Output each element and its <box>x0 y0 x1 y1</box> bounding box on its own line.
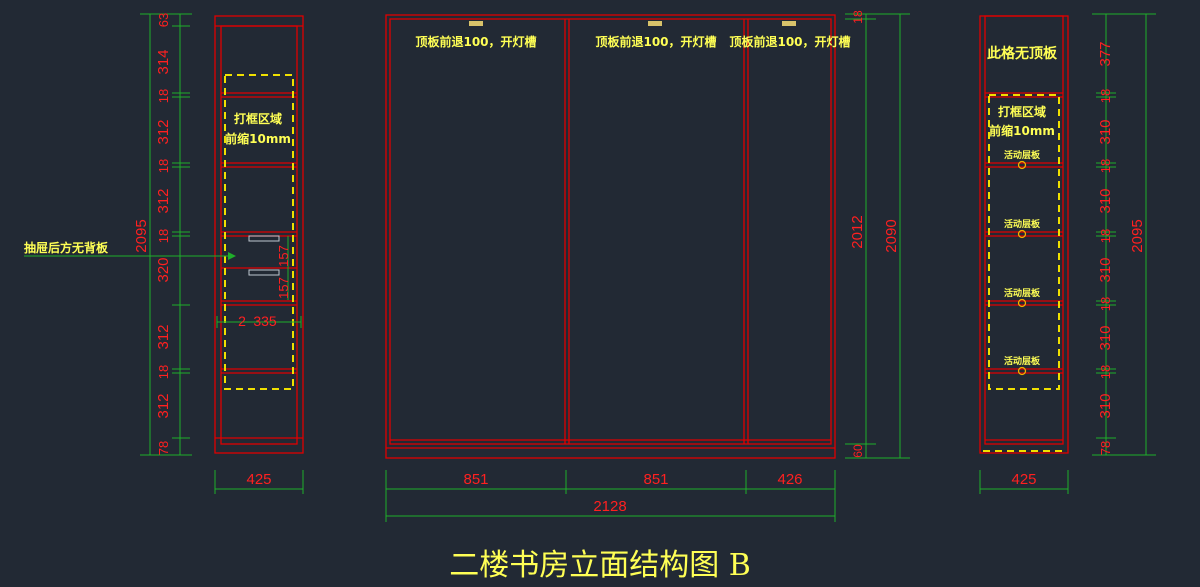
right-dim-10: 310 <box>1097 393 1114 418</box>
drawer-height-bottom: 157 <box>276 277 291 299</box>
left-total-height: 2095 <box>133 219 150 252</box>
drawer-height-top: 157 <box>276 245 291 267</box>
right-cabinet <box>979 15 1069 454</box>
right-width-dim: 425 <box>1011 471 1036 488</box>
middle-bottom-dim: 60 <box>851 444 865 458</box>
lamp-icon-1 <box>469 21 483 26</box>
left-dim-3: 312 <box>155 119 172 144</box>
no-back-arrow <box>228 252 236 260</box>
right-dim-3: 18 <box>1098 159 1113 173</box>
right-dim-11: 78 <box>1098 441 1113 455</box>
right-dim-9: 18 <box>1098 365 1113 379</box>
shelf-label-1: 活动层板 <box>1004 149 1041 161</box>
left-cabinet <box>214 15 304 454</box>
middle-dim-chain <box>845 13 910 459</box>
shelf-pin-icon-3 <box>1017 298 1027 308</box>
shelf-label-2: 活动层板 <box>1004 218 1041 230</box>
left-frame-note-line1: 打框区域 <box>234 111 282 126</box>
left-dim-2: 18 <box>156 89 171 103</box>
width-dim-3: 426 <box>777 471 802 488</box>
left-width-dim: 425 <box>246 471 271 488</box>
left-dim-1: 314 <box>155 49 172 74</box>
right-total-height: 2095 <box>1129 219 1146 252</box>
left-dim-0: 63 <box>156 13 171 27</box>
middle-width-dims <box>385 470 836 522</box>
top-board-note-3: 顶板前退100，开灯槽 <box>729 34 850 49</box>
drawer-width-dim: 335 <box>253 313 277 329</box>
right-dim-6: 310 <box>1097 257 1114 282</box>
right-dim-4: 310 <box>1097 188 1114 213</box>
shelf-pin-icon-1 <box>1017 160 1027 170</box>
left-dim-4: 18 <box>156 159 171 173</box>
left-dim-7: 320 <box>155 257 172 282</box>
middle-cabinet-inner <box>389 18 832 445</box>
left-dim-10: 312 <box>155 393 172 418</box>
right-dim-chain <box>1092 13 1156 456</box>
drawer-handle-top <box>248 235 280 242</box>
right-cabinet-inner <box>984 15 1064 445</box>
no-back-note: 抽屉后方无背板 <box>24 240 109 255</box>
right-dim-0: 377 <box>1097 41 1114 66</box>
shelf-pin-icon-4 <box>1017 366 1027 376</box>
lamp-icon-3 <box>782 21 796 26</box>
shelf-label-4: 活动层板 <box>1004 355 1041 367</box>
left-dim-11: 78 <box>156 441 171 455</box>
top-board-note-1: 顶板前退100，开灯槽 <box>415 34 536 49</box>
left-frame-note-line2: 前缩10mm <box>225 131 291 146</box>
left-dim-6: 18 <box>156 229 171 243</box>
middle-total-height: 2090 <box>883 219 900 252</box>
right-dim-5: 18 <box>1098 229 1113 243</box>
right-dim-7: 18 <box>1098 297 1113 311</box>
top-board-note-2: 顶板前退100，开灯槽 <box>595 34 716 49</box>
right-cabinet-outline <box>979 15 1069 454</box>
drawer-handle-bottom <box>248 269 280 276</box>
middle-inner-height: 2012 <box>849 215 866 248</box>
shelf-pin-icon-2 <box>1017 229 1027 239</box>
middle-cabinet <box>385 14 836 459</box>
drawer-gap-dim: 2 <box>238 313 246 329</box>
lamp-icon-2 <box>648 21 662 26</box>
left-dim-8: 312 <box>155 324 172 349</box>
width-dim-1: 851 <box>463 471 488 488</box>
left-cabinet-inner <box>220 25 298 445</box>
no-top-note: 此格无顶板 <box>987 45 1058 62</box>
left-dim-chain <box>140 13 192 456</box>
total-width-dim: 2128 <box>593 498 626 515</box>
right-frame-area <box>988 94 1060 390</box>
right-frame-note-line1: 打框区域 <box>998 104 1046 119</box>
left-cabinet-outline <box>214 15 304 454</box>
left-dim-9: 18 <box>156 365 171 379</box>
left-dim-5: 312 <box>155 188 172 213</box>
left-frame-area <box>224 74 294 390</box>
right-dim-8: 310 <box>1097 325 1114 350</box>
right-dim-1: 18 <box>1098 89 1113 103</box>
shelf-label-3: 活动层板 <box>1004 287 1041 299</box>
right-frame-note-line2: 前缩10mm <box>989 123 1055 138</box>
middle-top-dim: 18 <box>851 10 865 24</box>
drawing-title: 二楼书房立面结构图 B <box>449 548 751 583</box>
middle-cabinet-outline <box>385 14 836 459</box>
right-dim-2: 310 <box>1097 119 1114 144</box>
width-dim-2: 851 <box>643 471 668 488</box>
